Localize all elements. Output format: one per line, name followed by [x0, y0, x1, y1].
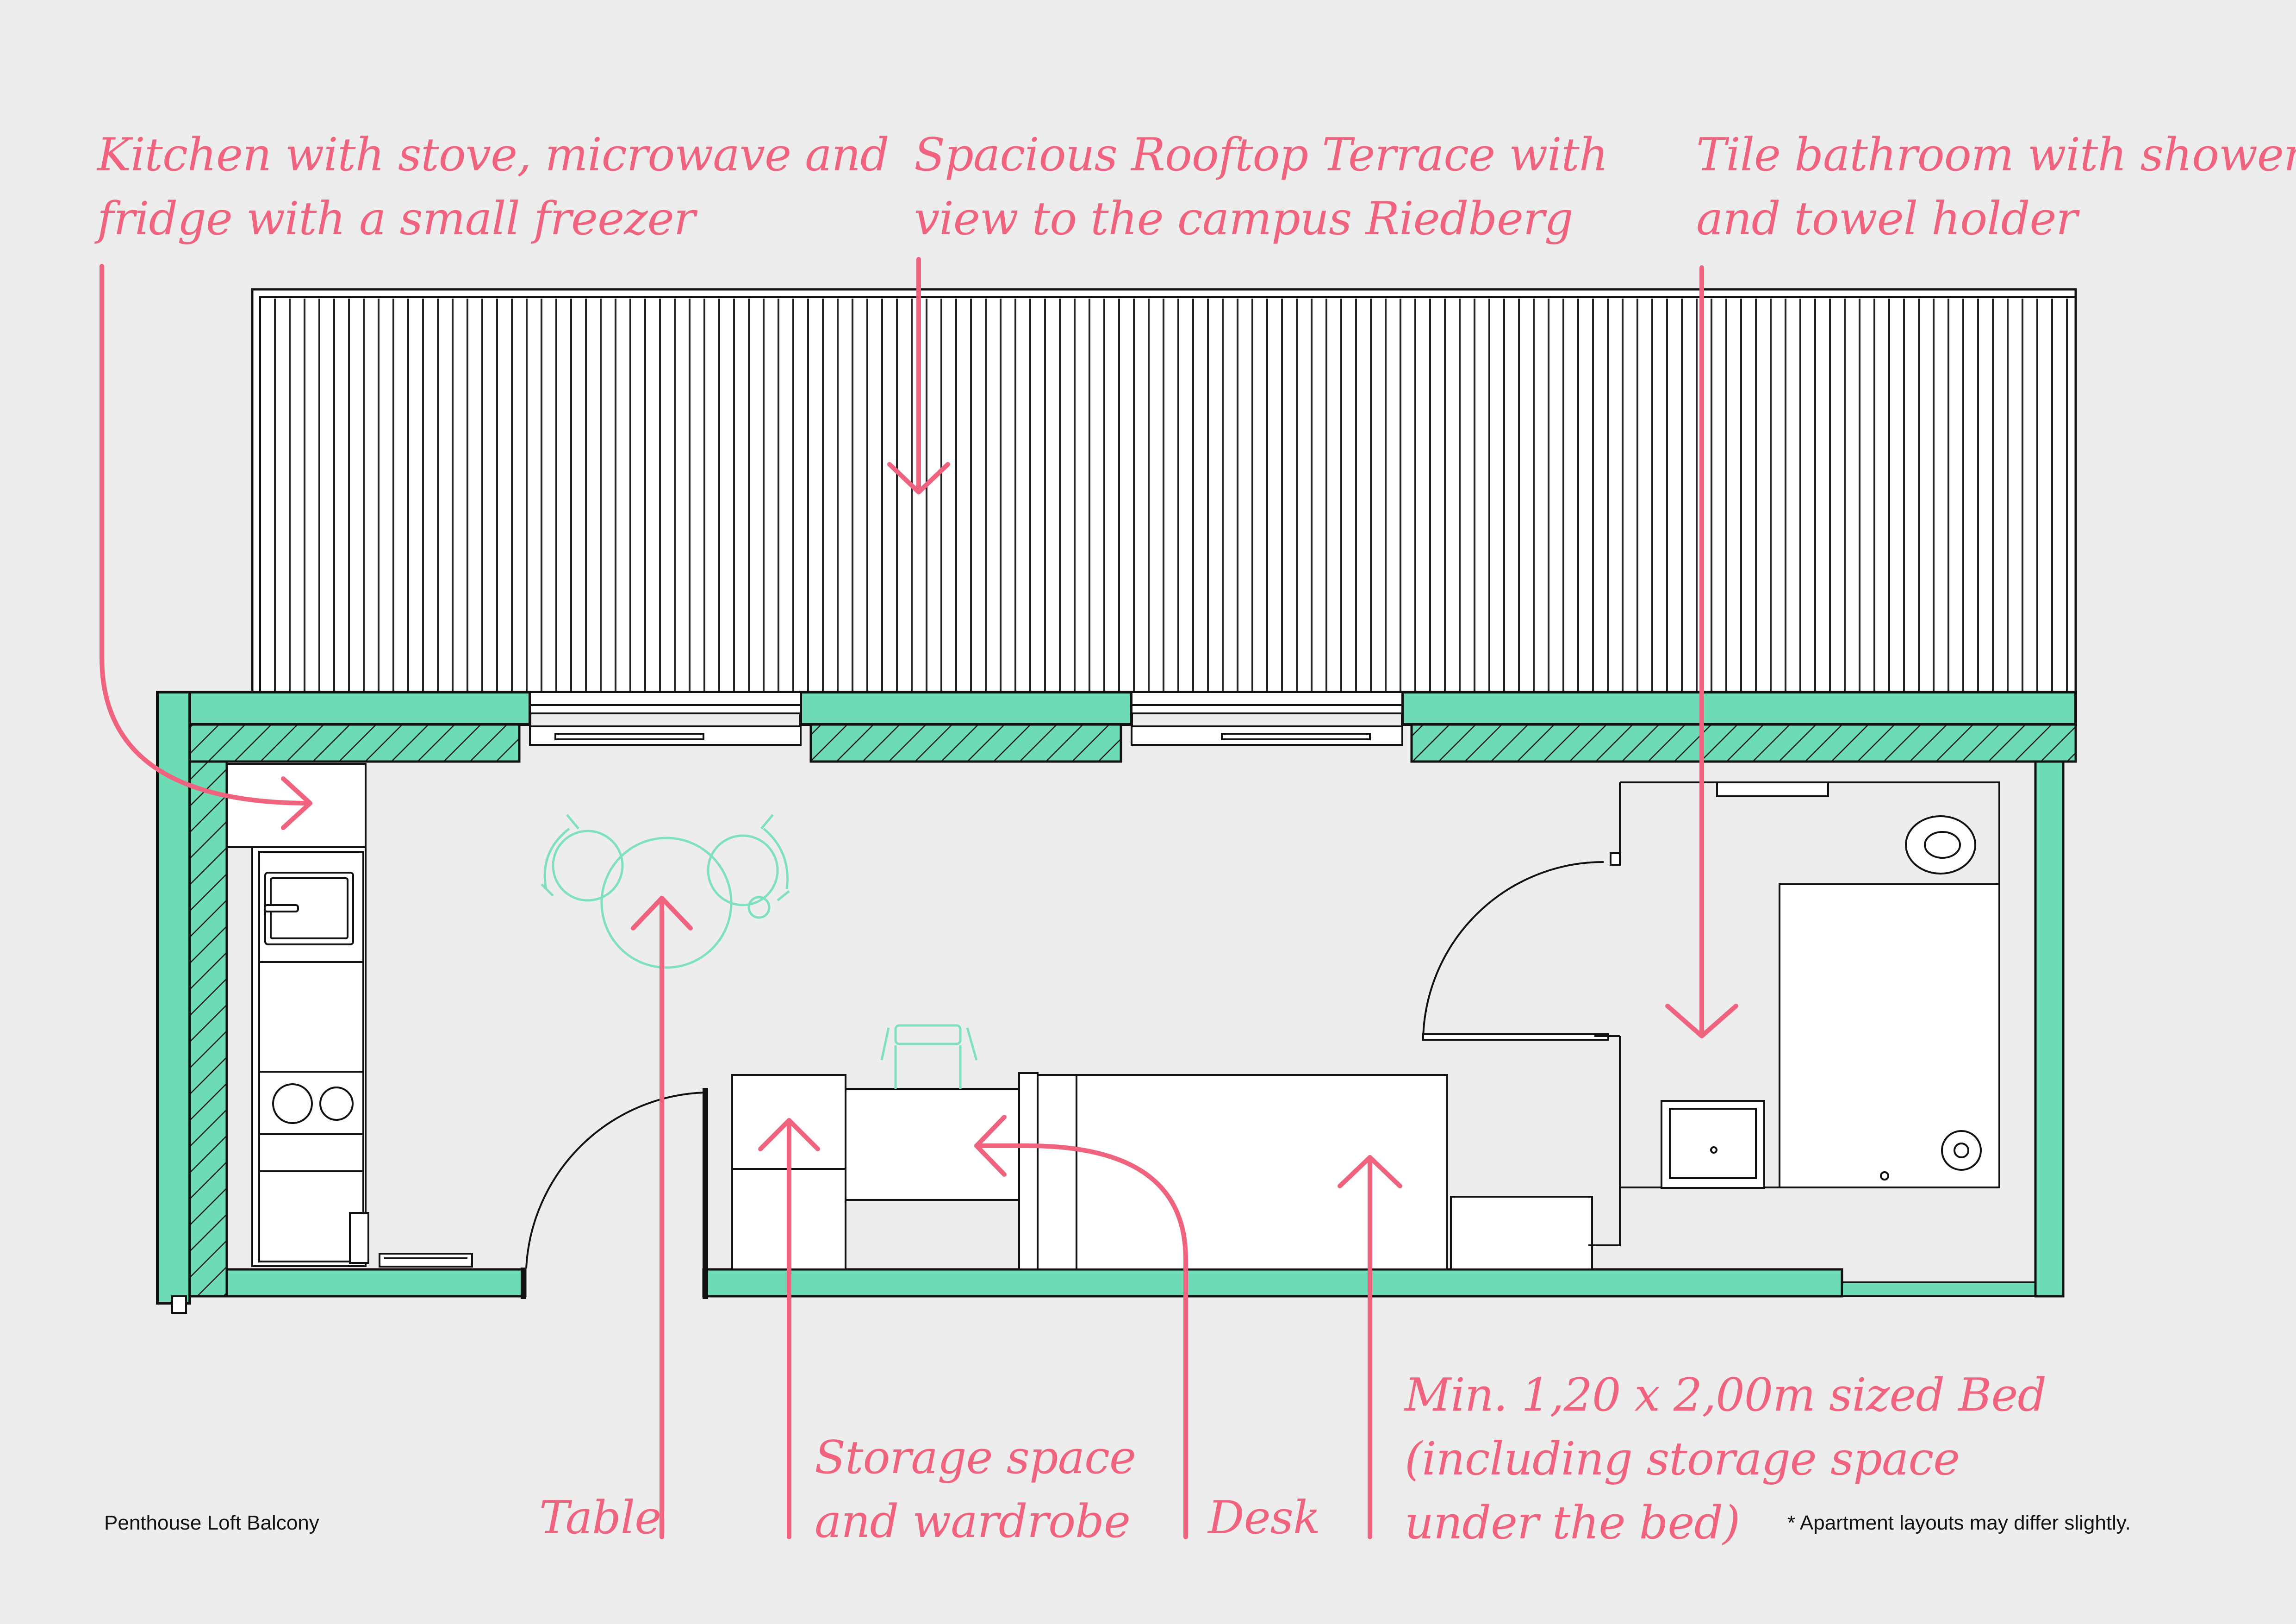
kitchen-arrow	[100, 264, 312, 806]
terrace-label-line-1: Spacious Rooftop Terrace with	[914, 129, 1608, 181]
kitchen-arrowhead	[281, 776, 312, 830]
rooftop-terrace	[251, 288, 2077, 693]
desk-arrowhead	[974, 1115, 1007, 1177]
walls	[156, 691, 2077, 1314]
desk-label-text: Desk	[1208, 1492, 1320, 1544]
terrace-label: Spacious Rooftop Terrace with view to th…	[914, 123, 1608, 251]
bathroom-label: Tile bathroom with shower and towel hold…	[1696, 123, 2296, 251]
bathroom-label-line-2: and towel holder	[1696, 193, 2078, 245]
storage-label-line-1: Storage space	[815, 1431, 1136, 1484]
kitchen-label-line-2: fridge with a small freezer	[97, 193, 696, 245]
terrace-arrowhead	[887, 462, 950, 494]
dining-table	[541, 814, 790, 969]
doors	[525, 861, 1609, 1269]
bathroom	[1588, 781, 2000, 1246]
annotation-arrows	[100, 257, 1738, 1539]
plan-title: Penthouse Loft Balcony	[104, 1512, 319, 1534]
table-label: Table	[539, 1486, 661, 1550]
bathroom-label-line-1: Tile bathroom with shower	[1696, 129, 2296, 181]
kitchen-label: Kitchen with stove, microwave and fridge…	[97, 123, 890, 251]
disclaimer-note: * Apartment layouts may differ slightly.	[1787, 1512, 2131, 1534]
bed-label-line-3: under the bed)	[1405, 1497, 1740, 1549]
table-label-text: Table	[539, 1492, 661, 1544]
bed-label-line-2: (including storage space	[1405, 1433, 1960, 1486]
storage-label: Storage space and wardrobe	[815, 1426, 1136, 1554]
bathroom-arrowhead	[1665, 1004, 1738, 1038]
kitchen-label-line-1: Kitchen with stove, microwave and	[97, 129, 890, 181]
desk	[845, 1072, 1039, 1270]
desk-chair	[880, 1024, 978, 1089]
storage-arrowhead	[758, 1118, 820, 1151]
storage-label-line-2: and wardrobe	[815, 1495, 1131, 1548]
terrace-deck-boards	[274, 299, 2068, 692]
terrace-label-line-2: view to the campus Riedberg	[914, 193, 1574, 245]
table-arrowhead	[631, 896, 693, 931]
desk-arrow	[974, 1143, 1188, 1539]
bed-arrowhead	[1338, 1155, 1402, 1188]
bed	[1037, 1074, 1593, 1270]
windows	[529, 691, 1403, 746]
bed-label: Min. 1,20 x 2,00m sized Bed (including s…	[1405, 1363, 2047, 1555]
bed-label-line-1: Min. 1,20 x 2,00m sized Bed	[1405, 1369, 2047, 1422]
desk-label: Desk	[1208, 1486, 1320, 1550]
kitchen-counter	[226, 763, 473, 1268]
